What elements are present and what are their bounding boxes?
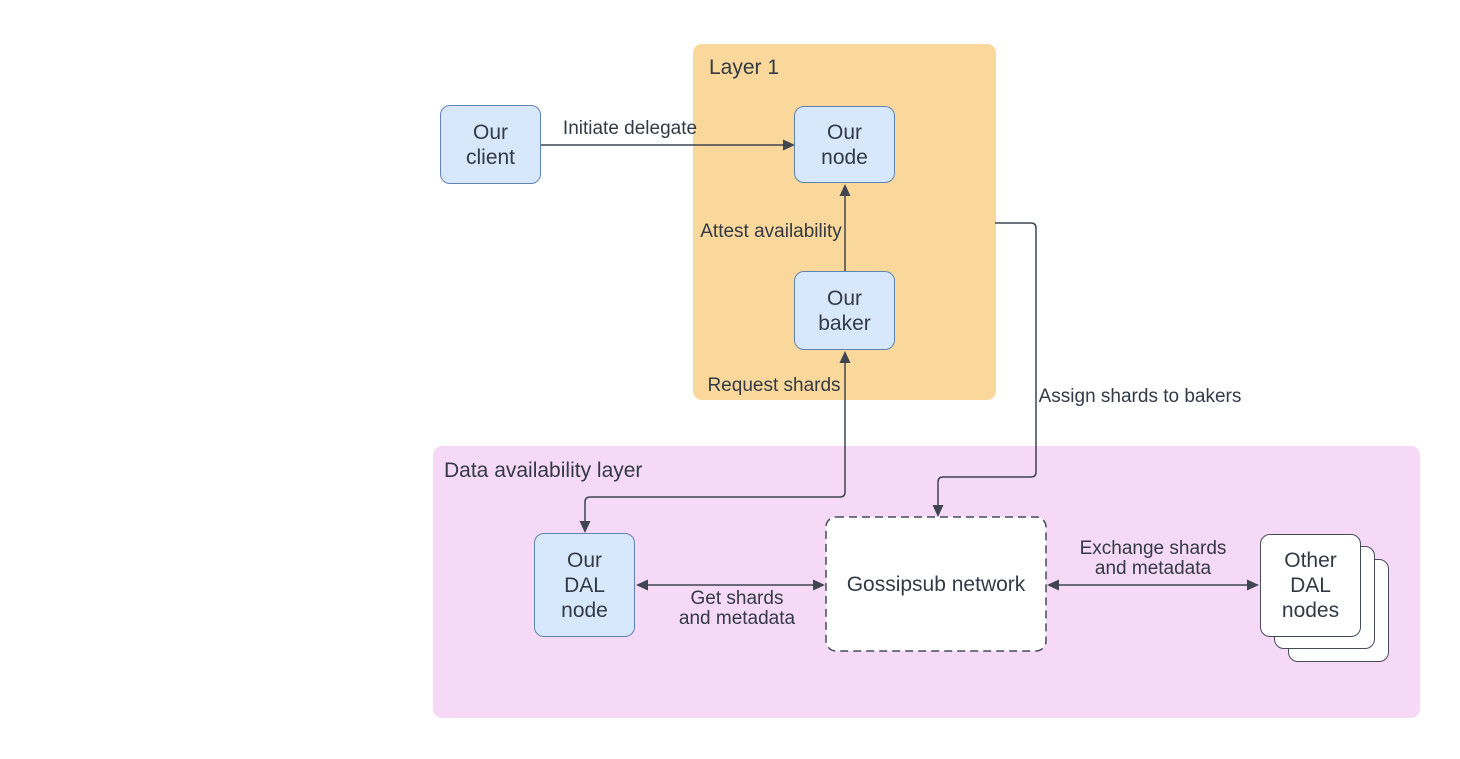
node-gossipsub: Gossipsub network — [826, 517, 1046, 651]
edge-label-exchange-shards: Exchange shards and metadata — [1079, 538, 1227, 579]
arrowhead-left-icon — [636, 579, 648, 591]
node-our-client-label: Our client — [465, 120, 516, 169]
dal-label: Data availability layer — [444, 459, 643, 482]
node-our-dal-node-label: Our DAL node — [561, 548, 608, 622]
layer1-label: Layer 1 — [709, 56, 780, 79]
gossipsub-outline — [825, 516, 1047, 652]
arrowhead-right-icon — [813, 579, 825, 591]
node-our-client: Our client — [440, 105, 541, 184]
node-other-dal-nodes: Other DAL nodes — [1260, 534, 1361, 637]
edge-label-initiate-delegate: Initiate delegate — [562, 118, 698, 139]
node-our-dal-node: Our DAL node — [534, 533, 635, 637]
arrowhead-left-icon — [1047, 579, 1059, 591]
node-our-baker-label: Our baker — [818, 286, 871, 335]
arrowhead-up-icon — [839, 351, 851, 363]
node-our-node-label: Our node — [821, 120, 868, 169]
node-our-node: Our node — [794, 106, 895, 183]
node-our-baker: Our baker — [794, 271, 895, 350]
arrowhead-up-icon — [839, 184, 851, 196]
arrowhead-right-icon — [783, 139, 795, 151]
edge-request-shards — [579, 351, 851, 533]
arrowhead-down-icon — [932, 505, 944, 517]
node-other-dal-nodes-label: Other DAL nodes — [1281, 549, 1340, 622]
edge-label-get-shards: Get shards and metadata — [678, 588, 796, 629]
arrowhead-right-icon — [1247, 579, 1259, 591]
edge-exchange-shards — [1047, 579, 1259, 591]
edge-label-request-shards: Request shards — [707, 375, 841, 396]
edge-label-attest-availability: Attest availability — [700, 221, 842, 242]
node-gossipsub-label: Gossipsub network — [846, 572, 1026, 596]
edge-get-shards — [636, 579, 825, 591]
edge-assign-shards — [932, 222, 1037, 517]
edge-attest-availability — [839, 184, 851, 271]
edge-initiate-delegate — [541, 139, 795, 151]
arrowhead-down-icon — [579, 521, 591, 533]
edge-label-assign-shards: Assign shards to bakers — [1038, 386, 1242, 407]
